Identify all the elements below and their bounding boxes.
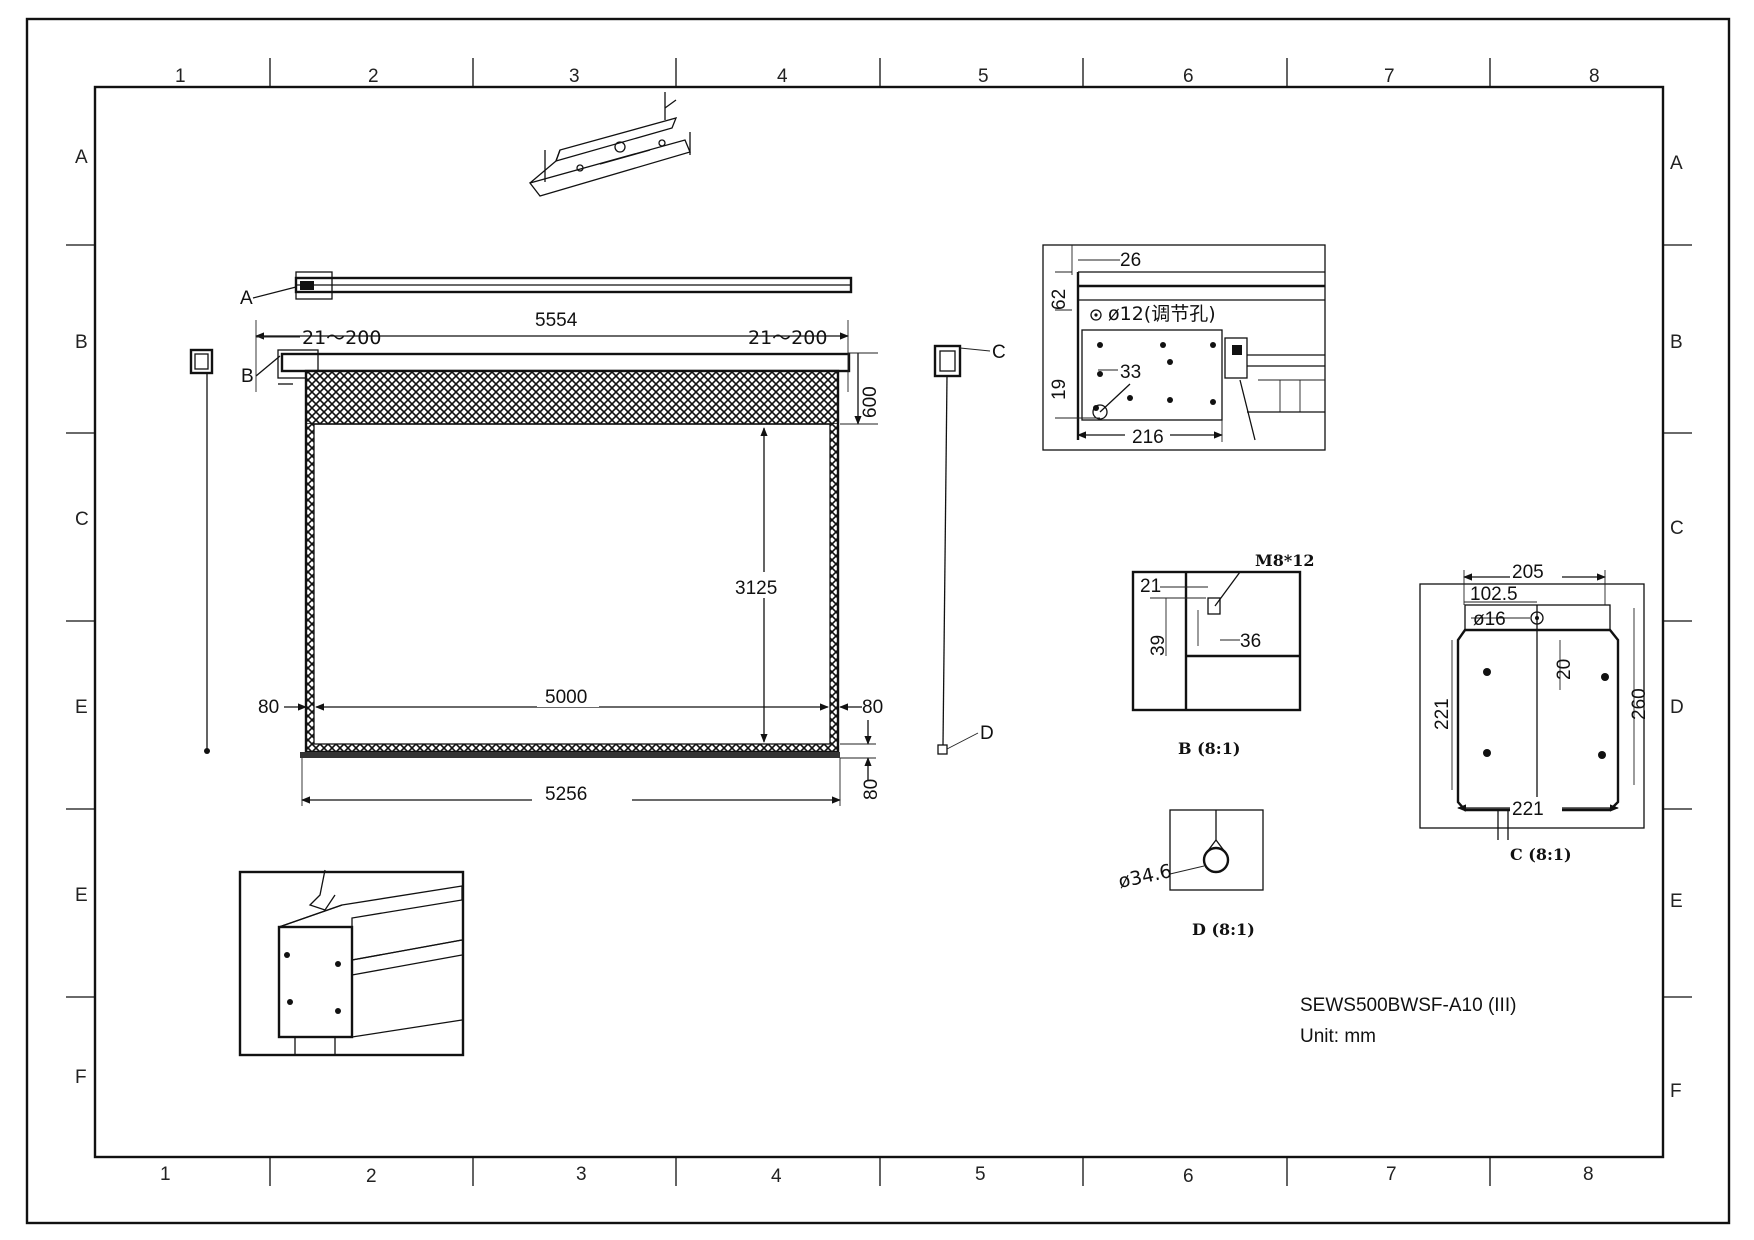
dim-5554: 5554	[255, 303, 849, 392]
col-label: 5	[978, 66, 989, 87]
svg-text:36: 36	[1240, 631, 1261, 652]
row-labels-left: A B C E E F	[75, 147, 89, 1088]
svg-text:33: 33	[1120, 362, 1141, 383]
svg-text:21～200: 21～200	[748, 327, 827, 349]
col-label: 8	[1589, 66, 1600, 87]
model-number: SEWS500BWSF-A10 (III)	[1300, 995, 1516, 1016]
svg-text:221: 221	[1512, 799, 1544, 820]
row-label: B	[75, 332, 88, 353]
svg-text:600: 600	[860, 386, 881, 418]
dim-left-adjust: 21～200	[256, 327, 381, 349]
row-label: E	[1670, 891, 1683, 912]
col-label: 4	[771, 1166, 782, 1187]
col-label: 7	[1386, 1164, 1397, 1185]
detail-b: M8*12 21 39 36 B (8:1)	[1131, 551, 1314, 758]
detail-a: 26 62 ø12(调节孔) 33 19 216	[1042, 244, 1326, 451]
unit-label: Unit: mm	[1300, 1026, 1376, 1047]
row-label: D	[1670, 697, 1684, 718]
col-label: 7	[1384, 66, 1395, 87]
svg-text:102.5: 102.5	[1470, 584, 1518, 605]
svg-text:5256: 5256	[545, 784, 587, 805]
projection-screen	[300, 369, 840, 758]
svg-text:21～200: 21～200	[302, 327, 381, 349]
svg-text:ø16: ø16	[1473, 609, 1506, 630]
right-control-box: C D	[933, 342, 1006, 755]
detail-d: ø34.6 D (8:1)	[1116, 809, 1264, 939]
row-label: B	[1670, 332, 1683, 353]
left-ruler	[66, 244, 95, 998]
svg-text:5000: 5000	[545, 687, 587, 708]
svg-text:19: 19	[1049, 379, 1070, 400]
col-label: 6	[1183, 66, 1194, 87]
mounting-bracket-sketch	[528, 92, 691, 197]
detail-b-label: B (8:1)	[1178, 739, 1240, 758]
svg-text:ø34.6: ø34.6	[1116, 860, 1173, 893]
dim-right-adjust: 21～200	[748, 327, 827, 349]
svg-text:ø12(调节孔): ø12(调节孔)	[1108, 303, 1216, 325]
dim-600: 600	[840, 352, 881, 425]
row-labels-right: A B C D E F	[1670, 153, 1684, 1102]
dim-80-right: 80	[839, 697, 883, 718]
row-label: C	[75, 509, 89, 530]
row-label: E	[75, 697, 88, 718]
callout-d: D	[980, 723, 994, 744]
row-label: A	[1670, 153, 1683, 174]
callout-a: A	[240, 286, 297, 309]
row-label: F	[75, 1067, 87, 1088]
svg-text:A: A	[240, 288, 253, 309]
svg-text:80: 80	[861, 779, 882, 800]
detail-c: 205 102.5 ø16 20 221 260 221 C (8:1)	[1419, 560, 1650, 864]
svg-text:260: 260	[1629, 688, 1650, 720]
left-control-box	[189, 348, 214, 754]
col-label: 1	[175, 66, 186, 87]
svg-text:62: 62	[1049, 289, 1070, 310]
col-label: 6	[1183, 1166, 1194, 1187]
svg-text:3125: 3125	[735, 578, 777, 599]
col-label: 2	[368, 66, 379, 87]
right-ruler	[1663, 244, 1692, 998]
col-label: 3	[569, 66, 580, 87]
dim-5256: 5256	[301, 758, 841, 806]
row-label: F	[1670, 1081, 1682, 1102]
row-label: C	[1670, 518, 1684, 539]
col-label: 8	[1583, 1164, 1594, 1185]
callout-b: B	[241, 366, 254, 387]
dim-3125: 3125	[728, 427, 788, 743]
svg-text:21: 21	[1140, 576, 1161, 597]
svg-text:205: 205	[1512, 562, 1544, 583]
isometric-case-sketch	[238, 869, 465, 1057]
column-labels-top: 1 2 3 4 5 6 7 8	[175, 66, 1600, 87]
svg-text:5554: 5554	[535, 310, 578, 331]
svg-text:80: 80	[862, 697, 883, 718]
col-label: 4	[777, 66, 788, 87]
row-label: E	[75, 885, 88, 906]
dim-80-left: 80	[258, 697, 307, 718]
bottom-ruler	[269, 1157, 1491, 1186]
col-label: 2	[366, 1166, 377, 1187]
svg-text:20: 20	[1554, 659, 1575, 680]
detail-d-label: D (8:1)	[1192, 920, 1255, 939]
svg-text:221: 221	[1432, 698, 1453, 730]
col-label: 1	[160, 1164, 171, 1185]
detail-c-label: C (8:1)	[1510, 845, 1572, 864]
inner-frame	[93, 85, 1665, 1159]
column-labels-bottom: 1 2 3 4 5 6 7 8	[160, 1164, 1594, 1187]
svg-text:26: 26	[1120, 250, 1141, 271]
svg-text:M8*12: M8*12	[1255, 551, 1314, 570]
callout-c: C	[992, 342, 1006, 363]
svg-text:216: 216	[1132, 427, 1164, 448]
dim-80-bottom: 80	[840, 720, 882, 800]
outer-frame	[25, 17, 1731, 1225]
title-block: SEWS500BWSF-A10 (III) Unit: mm	[1300, 995, 1516, 1047]
svg-text:80: 80	[258, 697, 279, 718]
row-label: A	[75, 147, 88, 168]
top-case	[294, 271, 853, 300]
dim-5000: 5000	[315, 683, 829, 711]
top-ruler	[269, 58, 1491, 87]
col-label: 3	[576, 1164, 587, 1185]
svg-text:39: 39	[1148, 635, 1169, 656]
col-label: 5	[975, 1164, 986, 1185]
